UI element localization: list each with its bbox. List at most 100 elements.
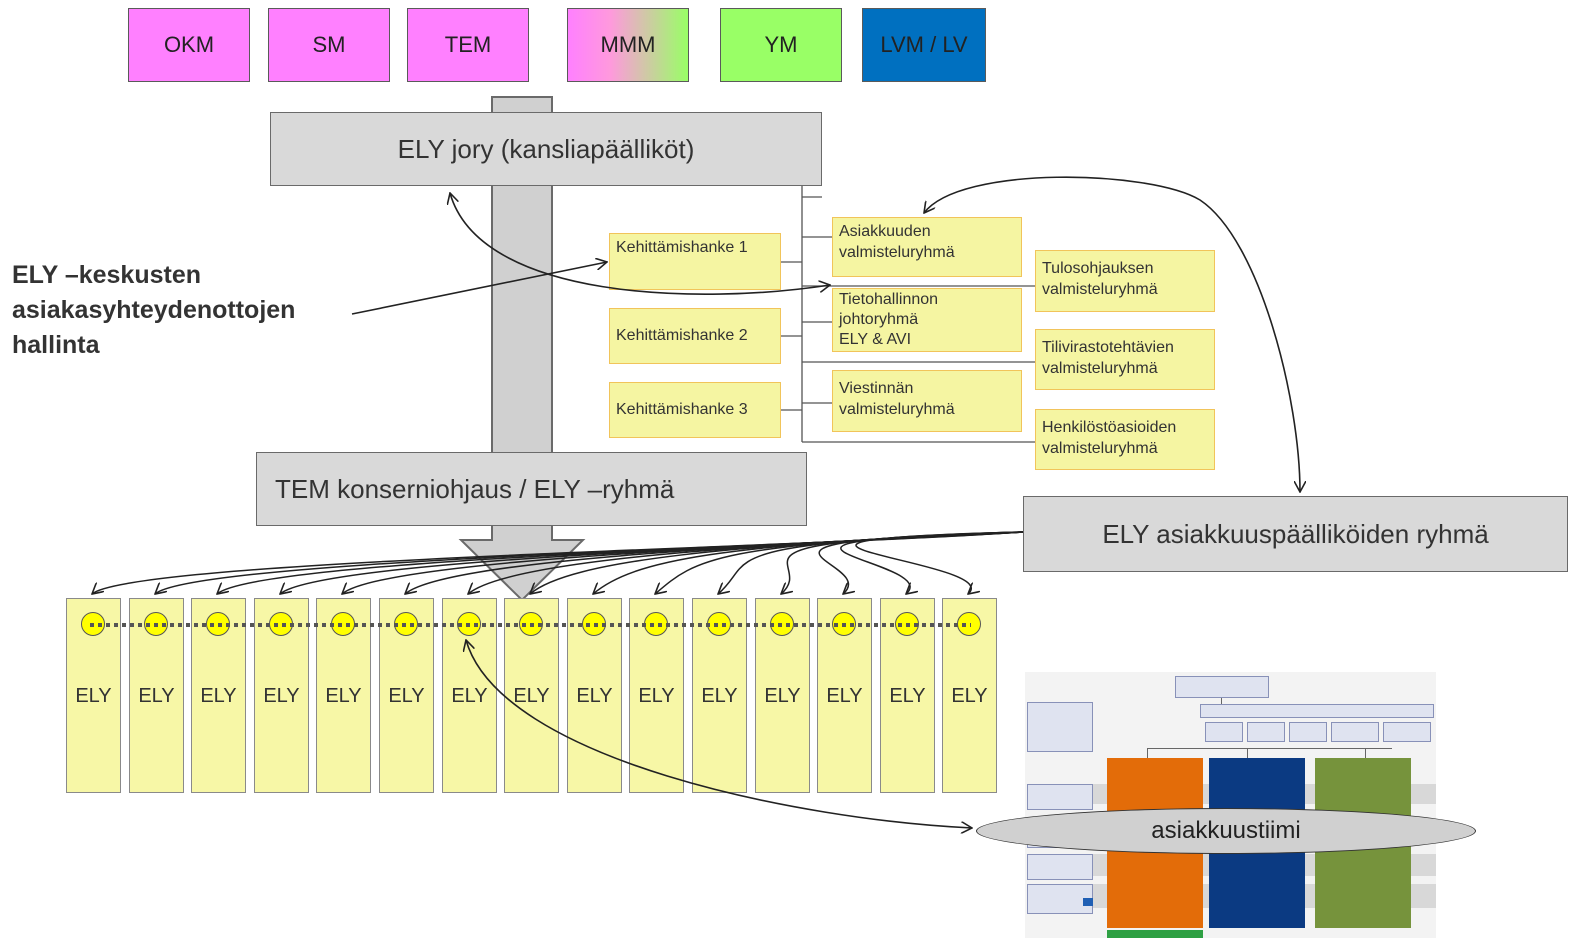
ely-label: ELY bbox=[513, 685, 550, 707]
tem-konserniohjaus-box: TEM konserniohjaus / ELY –ryhmä bbox=[256, 452, 807, 526]
fan-arrow bbox=[855, 531, 1024, 594]
ely-jory-label: ELY jory (kansliapäälliköt) bbox=[397, 133, 695, 164]
ministry-sm: SM bbox=[268, 8, 390, 82]
ely-dot bbox=[457, 612, 481, 636]
fan-arrow bbox=[468, 531, 1024, 594]
ely-label: ELY bbox=[75, 685, 112, 707]
ely-dot bbox=[269, 612, 293, 636]
ely-label: ELY bbox=[263, 685, 300, 707]
group-tulosohjauksen: Tulosohjauksen valmisteluryhmä bbox=[1035, 250, 1215, 312]
ministry-label: YM bbox=[764, 32, 798, 57]
ministry-label: LVM / LV bbox=[880, 32, 968, 57]
ely-label: ELY bbox=[388, 685, 425, 707]
project-box-1: Kehittämishanke 1 bbox=[609, 233, 781, 290]
ely-dot bbox=[644, 612, 668, 636]
ely-dot bbox=[832, 612, 856, 636]
ely-column: ELY bbox=[504, 598, 559, 793]
ely-column: ELY bbox=[817, 598, 872, 793]
ministry-label: MMM bbox=[600, 32, 656, 57]
ely-dot bbox=[519, 612, 543, 636]
ely-dot bbox=[770, 612, 794, 636]
ministry-okm: OKM bbox=[128, 8, 250, 82]
group-henkilostoasioiden: Henkilöstöasioiden valmisteluryhmä bbox=[1035, 409, 1215, 470]
ministry-label: TEM bbox=[444, 32, 492, 57]
ely-dot bbox=[206, 612, 230, 636]
ely-label: ELY bbox=[638, 685, 675, 707]
ely-column: ELY bbox=[191, 598, 246, 793]
project-label: Kehittämishanke 2 bbox=[616, 326, 748, 344]
ely-dot bbox=[331, 612, 355, 636]
fan-arrow bbox=[818, 531, 1024, 594]
side-label-line-2: asiakasyhteydenottojen bbox=[12, 296, 296, 324]
group-tietohallinnon: Tietohallinnon johtoryhmä ELY & AVI bbox=[832, 288, 1022, 352]
side-label-line-1: ELY –keskusten bbox=[12, 261, 202, 289]
ministry-tem: TEM bbox=[407, 8, 529, 82]
ely-dot bbox=[81, 612, 105, 636]
ely-column: ELY bbox=[567, 598, 622, 793]
fan-arrow bbox=[92, 531, 1024, 594]
side-label-line-3: hallinta bbox=[12, 331, 100, 359]
fan-arrow bbox=[840, 531, 1024, 594]
asiakkuustiimi-ellipse: asiakkuustiimi bbox=[976, 808, 1476, 854]
project-box-2: Kehittämishanke 2 bbox=[609, 308, 781, 364]
ely-dot bbox=[144, 612, 168, 636]
project-label: Kehittämishanke 1 bbox=[616, 239, 748, 256]
ministry-ym: YM bbox=[720, 8, 842, 82]
ely-column: ELY bbox=[880, 598, 935, 793]
ely-column: ELY bbox=[66, 598, 121, 793]
fan-arrow bbox=[718, 531, 1024, 594]
fan-arrow bbox=[217, 531, 1024, 594]
ely-dot bbox=[957, 612, 981, 636]
tem-konserniohjaus-label: TEM konserniohjaus / ELY –ryhmä bbox=[275, 473, 675, 504]
ely-label: ELY bbox=[951, 685, 988, 707]
fan-arrow bbox=[655, 531, 1024, 594]
ely-column: ELY bbox=[129, 598, 184, 793]
fan-arrow bbox=[781, 531, 1024, 594]
ely-label: ELY bbox=[451, 685, 488, 707]
fan-arrow bbox=[530, 531, 1024, 594]
group-label: Viestinnän valmisteluryhmä bbox=[839, 380, 955, 418]
fan-arrow bbox=[342, 531, 1024, 594]
ely-label: ELY bbox=[889, 685, 926, 707]
fan-arrow bbox=[280, 531, 1024, 594]
group-tilivirastotehtavien: Tilivirastotehtävien valmisteluryhmä bbox=[1035, 329, 1215, 390]
ely-dot bbox=[394, 612, 418, 636]
ely-label: ELY bbox=[701, 685, 738, 707]
ely-column: ELY bbox=[379, 598, 434, 793]
ely-column: ELY bbox=[629, 598, 684, 793]
fan-arrow bbox=[593, 531, 1024, 594]
project-box-3: Kehittämishanke 3 bbox=[609, 382, 781, 438]
ely-label: ELY bbox=[325, 685, 362, 707]
ely-dot bbox=[895, 612, 919, 636]
group-label: Tulosohjauksen valmisteluryhmä bbox=[1042, 260, 1158, 298]
arrow-side-to-project1 bbox=[351, 262, 607, 315]
ely-column: ELY bbox=[755, 598, 810, 793]
side-label: ELY –keskusten asiakasyhteydenottojen ha… bbox=[12, 258, 295, 363]
group-label: Tietohallinnon johtoryhmä ELY & AVI bbox=[839, 291, 939, 348]
ministry-label: OKM bbox=[163, 32, 215, 57]
ely-dot bbox=[707, 612, 731, 636]
ely-column: ELY bbox=[254, 598, 309, 793]
ministry-lvm: LVM / LV bbox=[862, 8, 986, 82]
ministry-mmm: MMM bbox=[567, 8, 689, 82]
group-label: Tilivirastotehtävien valmisteluryhmä bbox=[1042, 339, 1174, 377]
org-chart-thumbnail bbox=[1025, 672, 1436, 938]
ely-label: ELY bbox=[200, 685, 237, 707]
ely-label: ELY bbox=[138, 685, 175, 707]
ely-dot bbox=[582, 612, 606, 636]
ely-label: ELY bbox=[764, 685, 801, 707]
ely-column: ELY bbox=[692, 598, 747, 793]
ely-column: ELY bbox=[442, 598, 497, 793]
group-label: Asiakkuuden valmisteluryhmä bbox=[839, 223, 955, 261]
ely-asiakkuuspaallikot-label: ELY asiakkuuspäälliköiden ryhmä bbox=[1102, 518, 1489, 549]
ely-asiakkuuspaallikot-box: ELY asiakkuuspäälliköiden ryhmä bbox=[1023, 496, 1568, 572]
project-label: Kehittämishanke 3 bbox=[616, 400, 748, 418]
fan-arrow bbox=[155, 531, 1024, 594]
asiakkuustiimi-label: asiakkuustiimi bbox=[1151, 817, 1301, 844]
ely-label: ELY bbox=[576, 685, 613, 707]
group-asiakkuuden: Asiakkuuden valmisteluryhmä bbox=[832, 217, 1022, 277]
ely-column: ELY bbox=[316, 598, 371, 793]
ely-column: ELY bbox=[942, 598, 997, 793]
ely-jory-box: ELY jory (kansliapäälliköt) bbox=[270, 112, 822, 186]
group-label: Henkilöstöasioiden valmisteluryhmä bbox=[1042, 419, 1177, 457]
